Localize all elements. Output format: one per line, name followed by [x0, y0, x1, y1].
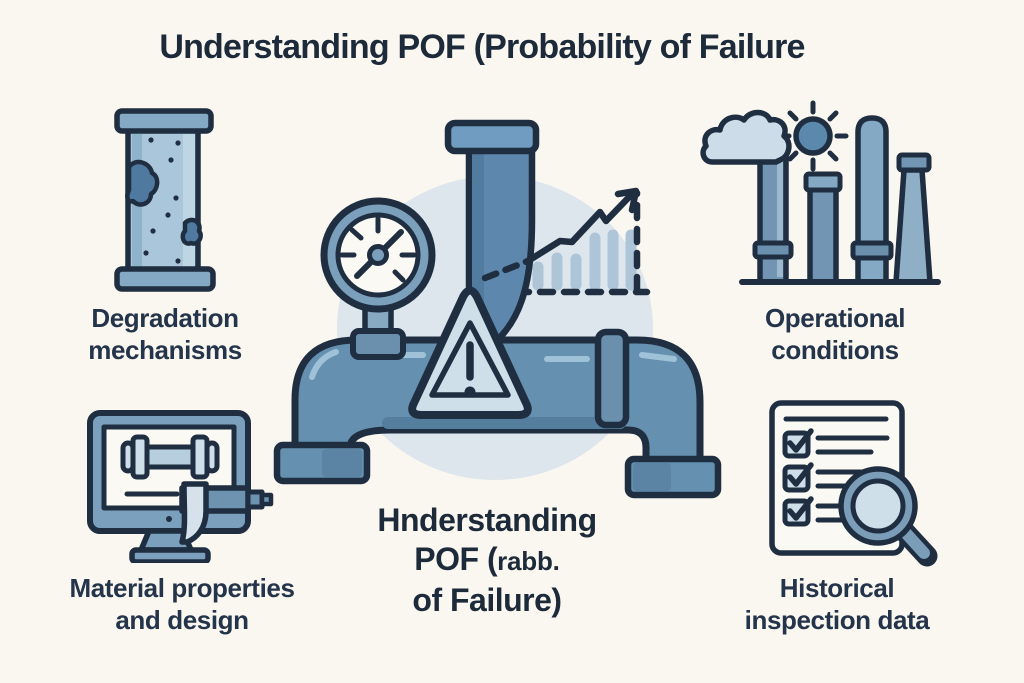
corroded-pipe-icon — [114, 108, 216, 292]
pipe-coupling-shape — [594, 328, 630, 429]
sun-icon — [777, 100, 849, 172]
stack-pipes-shape — [752, 115, 933, 285]
cloud-icon — [700, 109, 792, 165]
page-title: Understanding POF (Probability of Failur… — [159, 28, 805, 66]
rising-trend-arrow-icon — [481, 187, 640, 282]
weather-stacks-icon — [700, 100, 941, 285]
magnifier-icon — [838, 466, 938, 567]
pipeline-illustration — [273, 119, 722, 499]
pipe-highlight-shape — [309, 349, 677, 380]
label-degradation-mechanisms: Degradation mechanisms — [88, 303, 242, 365]
caption-line3: of Failure) — [412, 582, 562, 618]
checklist-magnifier-icon — [769, 400, 938, 567]
caption-line2: POF (rabb. — [414, 541, 560, 577]
pressure-gauge-icon — [320, 197, 436, 360]
specimen-dumbbell-shape — [120, 434, 220, 480]
warning-triangle-icon — [408, 286, 532, 419]
label-operational-conditions: Operational conditions — [764, 303, 906, 365]
corrosion-patch-shape — [180, 217, 203, 246]
caption-line1: Hnderstanding — [377, 502, 597, 538]
label-historical-inspection: Historical inspection data — [744, 573, 930, 635]
trend-bars-icon — [532, 229, 637, 291]
monitor-caliper-icon — [87, 410, 274, 563]
pit-dots-shape — [143, 137, 181, 264]
caliper-shape — [179, 481, 274, 545]
chimney-shape — [893, 167, 933, 285]
center-caption: Hnderstanding POF (rabb. of Failure) — [337, 501, 637, 620]
corrosion-patch-shape — [125, 159, 160, 207]
label-material-properties: Material properties and design — [69, 573, 295, 635]
pipe-top-flange-shape — [444, 119, 540, 155]
